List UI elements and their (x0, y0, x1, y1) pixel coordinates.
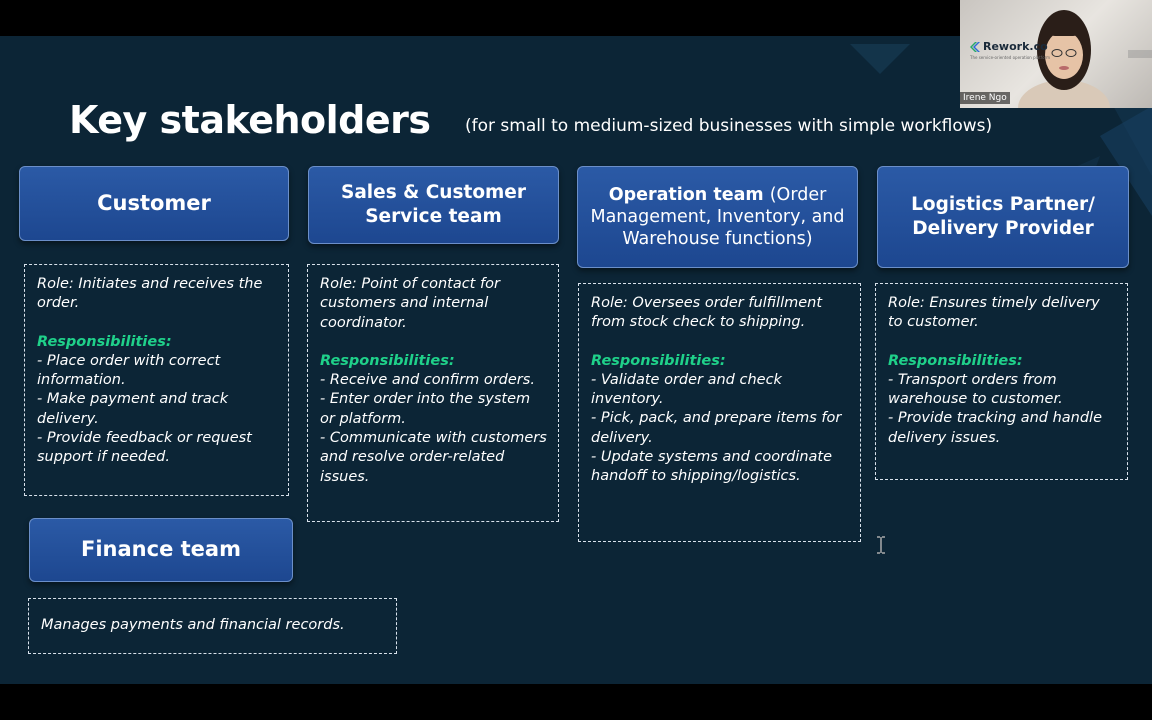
customer-header: Customer (19, 166, 289, 241)
customer-responsibilities-label: Responsibilities: (37, 333, 172, 350)
participant-name: Irene Ngo (960, 92, 1010, 104)
logistics-responsibility-1: - Transport orders from warehouse to cus… (888, 371, 1063, 408)
operation-role: Role: Oversees order fulfillment from st… (591, 295, 823, 331)
finance-header-label: Finance team (81, 537, 241, 562)
logistics-partner-header: Logistics Partner/ Delivery Provider (877, 166, 1129, 268)
customer-header-label: Customer (97, 190, 211, 215)
customer-role: Role: Initiates and receives the order. (37, 276, 263, 312)
finance-team-header: Finance team (29, 518, 293, 582)
sales-responsibility-1: - Receive and confirm orders. (320, 372, 535, 389)
finance-description-text: Manages payments and financial records. (41, 617, 345, 634)
sales-responsibilities-label: Responsibilities: (320, 352, 455, 369)
operation-responsibilities-label: Responsibilities: (591, 352, 726, 369)
rework-tagline: The service-oriented operation platform (970, 55, 1051, 60)
customer-responsibility-3: - Provide feedback or request support if… (37, 430, 252, 466)
sales-customer-service-header: Sales & Customer Service team (308, 166, 559, 244)
slide-title: Key stakeholders (69, 98, 431, 142)
operation-header-text: Operation team (Order Management, Invent… (588, 184, 847, 250)
sales-responsibility-3: - Communicate with customers and resolve… (320, 430, 547, 485)
webcam-video-tile[interactable]: Rework.co The service-oriented operation… (960, 0, 1152, 108)
rework-logo: Rework.co (970, 40, 1048, 53)
sales-header-label: Sales & Customer Service team (341, 181, 526, 227)
text-cursor-icon (877, 536, 885, 554)
operation-header-note: (Order Management, Inventory, and Wareho… (590, 185, 845, 249)
logistics-role: Role: Ensures timely delivery to custome… (888, 295, 1100, 331)
participant-video-icon (1018, 10, 1152, 108)
sales-responsibility-2: - Enter order into the system or platfor… (320, 391, 531, 427)
slide-subtitle: (for small to medium-sized businesses wi… (465, 116, 993, 136)
operation-description: Role: Oversees order fulfillment from st… (578, 283, 861, 542)
operation-responsibility-1: - Validate order and check inventory. (591, 371, 782, 408)
operation-responsibility-2: - Pick, pack, and prepare items for deli… (591, 410, 842, 446)
operation-header-label: Operation team (608, 185, 764, 205)
operation-team-header: Operation team (Order Management, Invent… (577, 166, 858, 268)
logistics-header-label: Logistics Partner/ Delivery Provider (911, 193, 1095, 239)
logistics-responsibilities-label: Responsibilities: (888, 352, 1023, 369)
customer-responsibility-1: - Place order with correct information. (37, 352, 221, 389)
sales-description: Role: Point of contact for customers and… (307, 264, 559, 522)
rework-logo-icon (970, 41, 980, 52)
logistics-responsibility-2: - Provide tracking and handle delivery i… (888, 410, 1103, 446)
operation-responsibility-3: - Update systems and coordinate handoff … (591, 449, 833, 485)
logistics-description: Role: Ensures timely delivery to custome… (875, 283, 1128, 480)
rework-brand-text: Rework.co (983, 40, 1048, 53)
customer-description: Role: Initiates and receives the order. … (24, 264, 289, 496)
sales-role: Role: Point of contact for customers and… (320, 276, 500, 331)
finance-description: Manages payments and financial records. (28, 598, 397, 654)
presentation-slide: Key stakeholders (for small to medium-si… (0, 36, 1152, 684)
customer-responsibility-2: - Make payment and track delivery. (37, 391, 229, 427)
